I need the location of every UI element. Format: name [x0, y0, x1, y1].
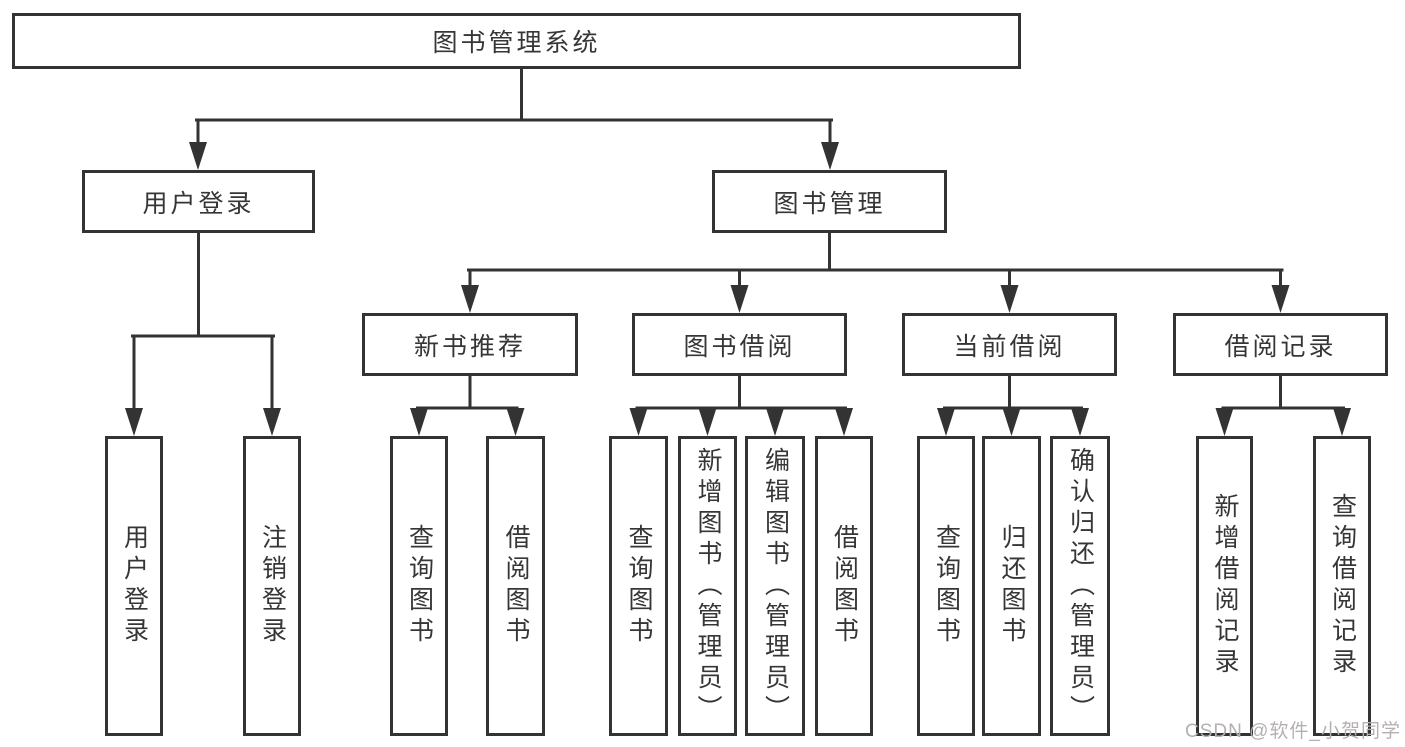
- node-label: 图书管理系统: [432, 29, 601, 57]
- node-book-management: 图书管理: [712, 170, 947, 233]
- connector-book-management-branch: [461, 231, 1290, 313]
- leaf-query-books-borrow: 查询图书: [609, 436, 668, 736]
- node-label: 借阅图书: [830, 524, 859, 648]
- node-label: 编辑图书（管理员）: [761, 446, 790, 726]
- node-label: 确认归还（管理员）: [1066, 446, 1095, 726]
- node-label: 借阅记录: [1224, 332, 1337, 361]
- leaf-add-borrow-record: 新增借阅记录: [1196, 436, 1253, 736]
- node-user-login: 用户登录: [82, 170, 315, 233]
- connector-borrow-record-branch: [1215, 374, 1351, 436]
- leaf-query-borrow-record: 查询借阅记录: [1313, 436, 1371, 736]
- leaf-confirm-return-admin: 确认归还（管理员）: [1050, 436, 1110, 736]
- node-label: 用户登录: [142, 189, 255, 218]
- csdn-watermark: CSDN @软件_小贺同学: [1185, 721, 1401, 742]
- node-label: 当前借阅: [953, 332, 1066, 361]
- node-label: 查询图书: [405, 524, 434, 648]
- node-new-book-recommend: 新书推荐: [362, 313, 578, 376]
- leaf-logout: 注销登录: [243, 436, 301, 736]
- leaf-user-login: 用户登录: [105, 436, 163, 736]
- connector-book-borrow-branch: [629, 374, 853, 436]
- node-label: 新增借阅记录: [1211, 493, 1239, 679]
- node-borrow-record: 借阅记录: [1173, 313, 1388, 376]
- node-label: 查询图书: [932, 524, 961, 648]
- leaf-add-books-admin: 新增图书（管理员）: [678, 436, 737, 736]
- node-label: 图书借阅: [683, 332, 796, 361]
- leaf-return-books: 归还图书: [982, 436, 1041, 736]
- node-label: 查询图书: [625, 524, 653, 648]
- leaf-query-books-recommend: 查询图书: [390, 436, 448, 736]
- leaf-edit-books-admin: 编辑图书（管理员）: [745, 436, 805, 736]
- connector-new-book-recommend-branch: [410, 374, 525, 436]
- connector-current-borrow-branch: [937, 374, 1089, 436]
- leaf-borrow-books-recommend: 借阅图书: [486, 436, 545, 736]
- node-root-system: 图书管理系统: [12, 13, 1021, 69]
- node-label: 注销登录: [258, 524, 287, 648]
- connector-root-branch: [189, 67, 839, 170]
- node-label: 查询借阅记录: [1328, 493, 1357, 679]
- leaf-borrow-books: 借阅图书: [815, 436, 873, 736]
- leaf-query-books-current: 查询图书: [917, 436, 975, 736]
- node-label: 新增图书（管理员）: [694, 446, 722, 726]
- node-label: 借阅图书: [502, 524, 530, 648]
- node-label: 用户登录: [120, 524, 149, 648]
- node-current-borrow: 当前借阅: [902, 313, 1117, 376]
- node-label: 新书推荐: [413, 332, 526, 361]
- node-label: 图书管理: [773, 189, 886, 218]
- connector-user-login-branch: [125, 231, 281, 436]
- node-label: 归还图书: [998, 524, 1026, 648]
- node-book-borrow: 图书借阅: [632, 313, 847, 376]
